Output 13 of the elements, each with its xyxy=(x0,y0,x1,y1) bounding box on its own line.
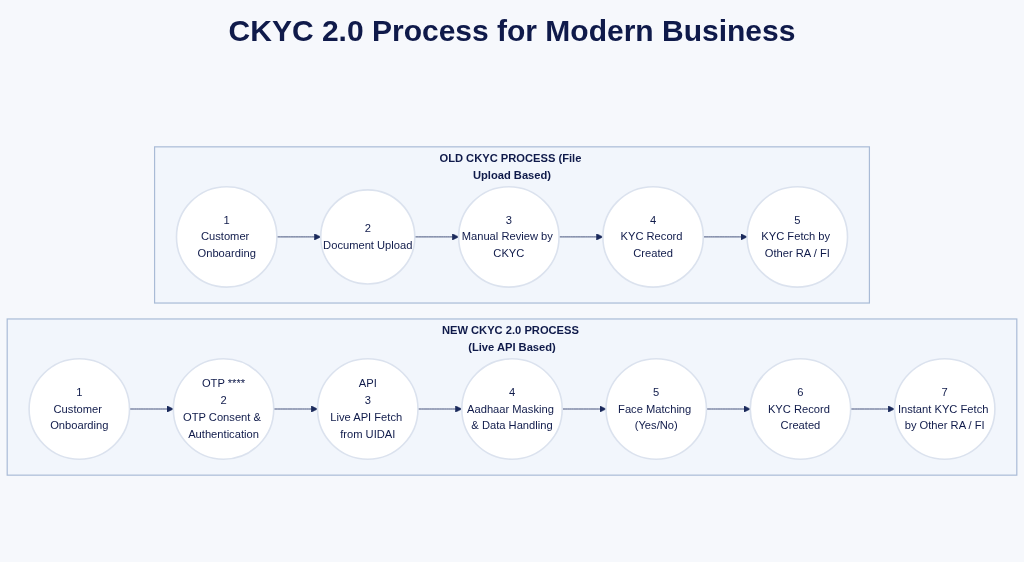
node-circle: 2 Document Upload xyxy=(319,189,416,285)
node-circle: 3 Manual Review by CKYC xyxy=(457,185,560,288)
node-circle: OTP **** 2 OTP Consent & Authentication xyxy=(172,358,275,460)
node-circle: 7 Instant KYC Fetch by Other RA / FI xyxy=(893,358,996,460)
node-circle: 1 Customer Onboarding xyxy=(175,185,278,288)
node-circle: 4 KYC Record Created xyxy=(602,185,705,288)
node-circle: 5 KYC Fetch by Other RA / FI xyxy=(746,185,849,288)
node-circle: 6 KYC Record Created xyxy=(749,358,852,460)
node-circle: 4 Aadhaar Masking & Data Handling xyxy=(461,358,563,460)
node-circle: 1 Customer Onboarding xyxy=(28,358,131,460)
title: CKYC 2.0 Process for Modern Business xyxy=(228,14,796,48)
node-circle: 5 Face Matching (Yes/No) xyxy=(605,358,708,460)
node-circle: API 3 Live API Fetch from UIDAI xyxy=(316,358,419,460)
